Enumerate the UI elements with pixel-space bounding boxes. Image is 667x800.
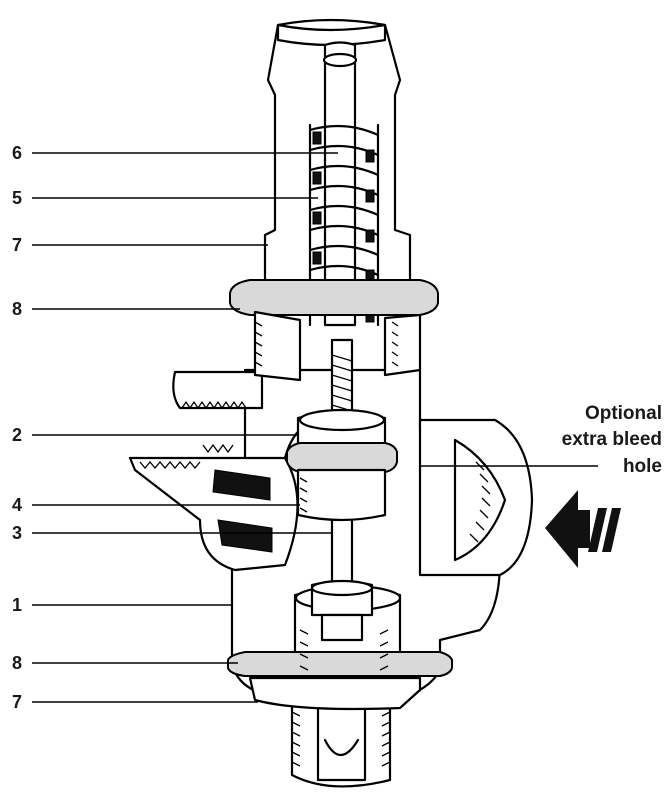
side-inlet-tube (172, 370, 264, 410)
stem (286, 338, 398, 642)
note-line-3: hole (623, 456, 662, 477)
callout-7-lower: 7 (12, 692, 22, 712)
upper-gasket (229, 279, 439, 382)
flow-direction-arrow-icon (545, 490, 621, 568)
bleed-hole-note: Optional extra bleed hole (562, 403, 662, 477)
callout-1: 1 (12, 595, 22, 615)
note-line-1: Optional (585, 403, 662, 424)
upper-bonnet (263, 18, 412, 327)
callout-2: 2 (12, 425, 22, 445)
callout-8-upper: 8 (12, 299, 22, 319)
callout-labels: 6 5 7 8 2 4 3 1 8 7 (12, 143, 22, 712)
callout-4: 4 (12, 495, 22, 515)
callout-8-lower: 8 (12, 653, 22, 673)
valve-illustration (128, 18, 534, 788)
leader-lines (32, 152, 598, 703)
callout-7-upper: 7 (12, 235, 22, 255)
callout-6: 6 (12, 143, 22, 163)
callout-3: 3 (12, 523, 22, 543)
note-line-2: extra bleed (562, 429, 662, 450)
callout-5: 5 (12, 188, 22, 208)
outlet-nipple (290, 698, 392, 788)
lower-gasket (227, 629, 453, 711)
